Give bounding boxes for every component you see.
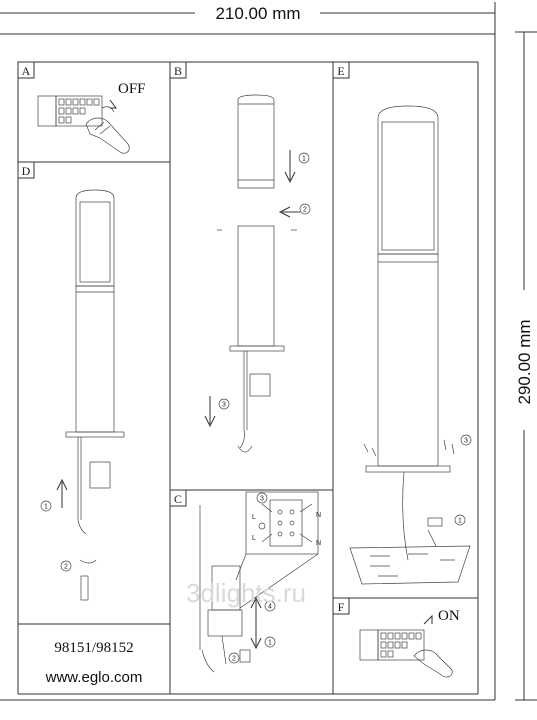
panel-f-illustration: ON: [359, 608, 460, 678]
svg-text:B: B: [174, 64, 182, 78]
on-label: ON: [438, 608, 460, 624]
panel-c-illustration: 3 L L N N 4 1 2: [199, 491, 321, 673]
panel-d-illustration: 1 2: [40, 189, 125, 601]
wire-n-bottom: N: [316, 540, 321, 547]
svg-text:F: F: [338, 600, 345, 614]
arrow-left-2: [278, 206, 300, 218]
step-e-1: 1: [454, 514, 466, 526]
svg-text:3: 3: [222, 402, 226, 409]
step-d-2: 2: [60, 560, 72, 572]
height-dimension: 290.00 mm: [515, 31, 537, 701]
off-label: OFF: [118, 81, 146, 97]
arrow-down-1c: [250, 616, 262, 650]
svg-text:E: E: [337, 64, 344, 78]
off-arrow: [109, 99, 117, 109]
width-dimension-text: 210.00 mm: [215, 4, 300, 23]
panel-label-f: F: [332, 597, 350, 615]
step-e-3: 3: [460, 434, 472, 446]
step-c-4: 4: [264, 600, 276, 612]
step-d-1: 1: [40, 500, 52, 512]
wire-n-top: N: [316, 512, 321, 519]
panel-e-illustration: 3 1: [349, 105, 472, 585]
panel-b-illustration: 1 2 3: [204, 94, 311, 453]
wire-l-bottom: L: [252, 535, 256, 542]
model-number: 98151/98152: [54, 640, 133, 656]
arrow-down-1: [284, 150, 296, 184]
arrow-up-1: [56, 478, 68, 508]
step-b-1: 1: [298, 152, 310, 164]
svg-text:1: 1: [268, 640, 272, 647]
svg-text:A: A: [22, 64, 31, 78]
website: www.eglo.com: [45, 669, 143, 686]
svg-text:3: 3: [260, 496, 264, 503]
panel-a-illustration: OFF: [37, 81, 146, 154]
panel-label-d: D: [17, 161, 35, 179]
height-dimension-text: 290.00 mm: [515, 319, 534, 404]
arrow-down-3: [204, 396, 216, 428]
ground-icon: [258, 522, 266, 530]
width-dimension: 210.00 mm: [0, 2, 496, 40]
svg-text:1: 1: [44, 504, 48, 511]
step-b-2: 2: [299, 203, 311, 215]
rotate-arrow-d: [79, 559, 97, 564]
on-arrow: [423, 614, 433, 625]
step-b-3: 3: [218, 398, 230, 410]
svg-text:D: D: [22, 164, 31, 178]
svg-text:C: C: [174, 492, 182, 506]
svg-text:4: 4: [268, 604, 272, 611]
svg-text:1: 1: [458, 518, 462, 525]
step-c-1: 1: [264, 636, 276, 648]
svg-text:2: 2: [64, 564, 68, 571]
panel-label-b: B: [169, 61, 187, 79]
panel-label-a: A: [17, 61, 35, 79]
wire-l-top: L: [252, 514, 256, 521]
step-c-2: 2: [228, 652, 240, 664]
rotate-arrow: [237, 445, 253, 453]
svg-text:2: 2: [232, 656, 236, 663]
svg-text:3: 3: [464, 438, 468, 445]
svg-text:2: 2: [303, 207, 307, 214]
panel-label-c: C: [169, 489, 187, 507]
watermark: 3dlights.ru: [186, 578, 306, 608]
panel-label-e: E: [332, 61, 350, 79]
svg-text:1: 1: [302, 156, 306, 163]
step-c-3: 3: [256, 492, 268, 504]
